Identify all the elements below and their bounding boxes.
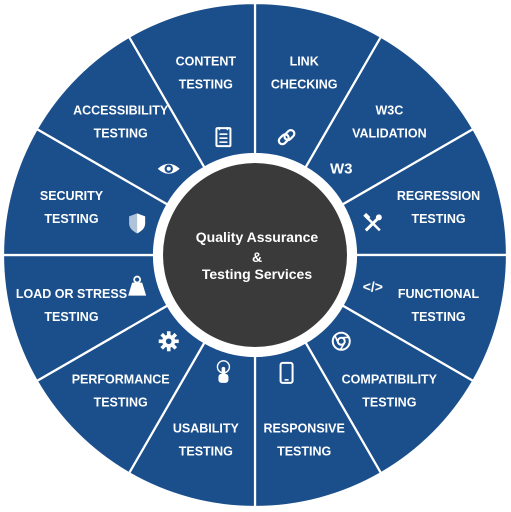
segment-label-line: LOAD OR STRESS xyxy=(16,287,127,301)
center-title-ampersand: & xyxy=(252,249,262,265)
document-icon xyxy=(215,127,232,148)
chain-link-icon xyxy=(277,129,296,146)
center-title-line-2: Testing Services xyxy=(202,266,312,282)
segment-label-line: TESTING xyxy=(411,310,465,324)
segment-label-line: TESTING xyxy=(411,212,465,226)
segment-label-10: ACCESSIBILITY TESTING xyxy=(73,104,169,141)
eye-icon xyxy=(157,163,180,174)
segment-label-line: TESTING xyxy=(362,395,416,409)
segment-label-line: USABILITY xyxy=(173,422,240,436)
segment-label-9: SECURITY TESTING xyxy=(40,189,104,226)
segment-label-1: W3C VALIDATION xyxy=(352,104,427,141)
segment-label-line: W3C xyxy=(375,104,403,118)
weight-icon xyxy=(128,275,147,296)
segment-label-4: COMPATIBILITY TESTING xyxy=(342,372,438,409)
code-icon: </> xyxy=(363,279,383,295)
segment-label-line: PERFORMANCE xyxy=(72,372,170,386)
segment-label-line: TESTING xyxy=(94,127,148,141)
shield-icon xyxy=(129,213,146,234)
segment-label-line: RESPONSIVE xyxy=(264,422,345,436)
segment-label-line: CHECKING xyxy=(271,77,338,91)
segment-label-line: TESTING xyxy=(277,445,331,459)
w3c-logo-icon-glyph: W3 xyxy=(330,161,353,178)
segment-label-line: TESTING xyxy=(44,310,98,324)
segment-label-line: TESTING xyxy=(179,77,233,91)
segment-label-0: LINK CHECKING xyxy=(271,54,338,91)
segment-label-3: FUNCTIONAL TESTING xyxy=(398,287,480,324)
mobile-phone-icon xyxy=(279,361,294,384)
segment-label-7: PERFORMANCE TESTING xyxy=(72,372,170,409)
segment-label-line: TESTING xyxy=(94,395,148,409)
center-title-line-1: Quality Assurance xyxy=(196,229,319,245)
segment-label-6: USABILITY TESTING xyxy=(173,422,240,459)
segment-label-line: FUNCTIONAL xyxy=(398,287,480,301)
tools-icon xyxy=(363,212,382,232)
segment-label-line: TESTING xyxy=(44,212,98,226)
segment-label-line: TESTING xyxy=(179,445,233,459)
segment-label-line: REGRESSION xyxy=(397,189,480,203)
w3c-logo-icon: W3 xyxy=(330,161,353,178)
segment-label-line: SECURITY xyxy=(40,189,104,203)
chrome-icon xyxy=(331,331,351,351)
touch-hand-icon xyxy=(216,360,231,383)
segment-label-line: ACCESSIBILITY xyxy=(73,104,169,118)
segment-label-line: VALIDATION xyxy=(352,127,427,141)
segment-label-line: CONTENT xyxy=(176,54,237,68)
segment-label-line: LINK xyxy=(290,54,319,68)
segment-label-11: CONTENT TESTING xyxy=(176,54,237,91)
segment-label-line: COMPATIBILITY xyxy=(342,372,438,386)
center-circle xyxy=(163,163,347,347)
gear-icon xyxy=(158,331,179,352)
segment-label-5: RESPONSIVE TESTING xyxy=(264,422,345,459)
segment-label-8: LOAD OR STRESS TESTING xyxy=(16,287,127,324)
code-icon-glyph: </> xyxy=(363,279,383,295)
segment-label-2: REGRESSION TESTING xyxy=(397,189,480,226)
